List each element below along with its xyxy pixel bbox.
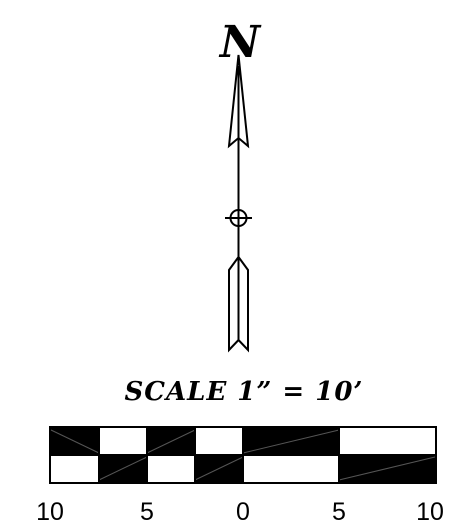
north-arrow: N bbox=[218, 17, 262, 353]
tick-label: 0 bbox=[236, 498, 250, 526]
tick-label: 10 bbox=[416, 498, 444, 526]
tick-label: 5 bbox=[332, 498, 346, 526]
scale-tick-labels: 10 5 0 5 10 bbox=[36, 498, 444, 526]
tick-label: 10 bbox=[36, 498, 64, 526]
scale-bar bbox=[49, 426, 437, 484]
scale-dividers bbox=[98, 427, 340, 483]
tick-label: 5 bbox=[140, 498, 154, 526]
scale-title: SCALE 1” = 10’ bbox=[125, 377, 364, 407]
scale-hatch-lines bbox=[50, 429, 436, 481]
